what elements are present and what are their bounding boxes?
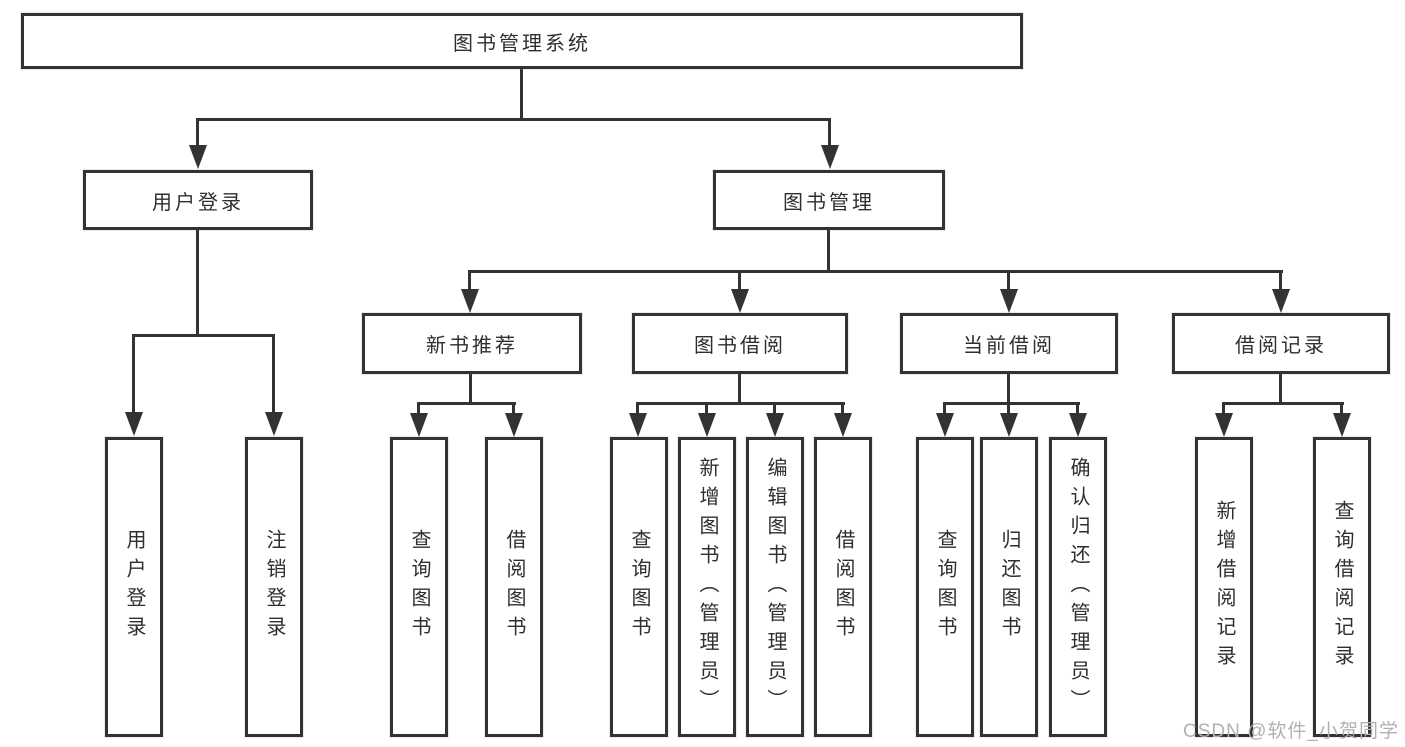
connector-new-book-stem bbox=[469, 374, 472, 404]
node-book-management: 图书管理 bbox=[713, 170, 945, 230]
arrowhead-cb-confirm bbox=[1069, 413, 1087, 437]
node-user-login: 用户登录 bbox=[83, 170, 313, 230]
watermark: CSDN @软件_小贺同学 bbox=[1183, 721, 1399, 742]
arrowhead-cb-query bbox=[936, 413, 954, 437]
leaf-user-login: 用户登录 bbox=[105, 437, 163, 737]
connector-book-management-split bbox=[469, 270, 1283, 273]
connector-drop-new-book bbox=[468, 270, 471, 292]
leaf-rec-query-borrow-record: 查询借阅记录 bbox=[1313, 437, 1371, 737]
connector-drop-bb-query bbox=[636, 402, 639, 415]
connector-drop-borrow-records bbox=[1279, 270, 1282, 292]
arrowhead-leaf-user-login bbox=[125, 412, 143, 436]
arrowhead-bb-add bbox=[698, 413, 716, 437]
arrowhead-leaf-logout bbox=[265, 412, 283, 436]
leaf-nb-borrow-book: 借阅图书 bbox=[485, 437, 543, 737]
arrowhead-cb-return bbox=[1000, 413, 1018, 437]
arrowhead-book-borrow bbox=[731, 289, 749, 313]
connector-drop-leaf-user-login bbox=[132, 334, 135, 414]
arrowhead-book-management bbox=[821, 145, 839, 169]
connector-new-book-split bbox=[418, 402, 516, 405]
leaf-rec-add-borrow-record: 新增借阅记录 bbox=[1195, 437, 1253, 737]
node-current-borrow: 当前借阅 bbox=[900, 313, 1118, 374]
connector-drop-cb-query bbox=[943, 402, 946, 415]
connector-drop-leaf-logout bbox=[272, 334, 275, 414]
leaf-nb-query-book: 查询图书 bbox=[390, 437, 448, 737]
connector-root-split bbox=[197, 118, 831, 121]
node-book-borrow: 图书借阅 bbox=[632, 313, 848, 374]
node-new-book-recommend: 新书推荐 bbox=[362, 313, 582, 374]
leaf-bb-add-book-admin: 新增图书（管理员） bbox=[678, 437, 736, 737]
leaf-cb-return-book: 归还图书 bbox=[980, 437, 1038, 737]
arrowhead-user-login bbox=[189, 145, 207, 169]
arrowhead-new-book bbox=[461, 289, 479, 313]
arrowhead-rec-add bbox=[1215, 413, 1233, 437]
arrowhead-bb-query bbox=[629, 413, 647, 437]
leaf-bb-query-book: 查询图书 bbox=[610, 437, 668, 737]
leaf-logout: 注销登录 bbox=[245, 437, 303, 737]
connector-book-management-stem bbox=[827, 230, 830, 272]
connector-current-borrow-split bbox=[944, 402, 1080, 405]
connector-user-login-split bbox=[133, 334, 275, 337]
arrowhead-rec-query bbox=[1333, 413, 1351, 437]
connector-user-login-stem bbox=[196, 230, 199, 336]
connector-drop-bb-edit bbox=[773, 402, 776, 415]
leaf-cb-confirm-return-admin: 确认归还（管理员） bbox=[1049, 437, 1107, 737]
connector-drop-rec-query bbox=[1340, 402, 1343, 415]
arrowhead-bb-edit bbox=[766, 413, 784, 437]
connector-book-borrow-split bbox=[637, 402, 845, 405]
arrowhead-bb-borrow bbox=[834, 413, 852, 437]
connector-borrow-records-split bbox=[1223, 402, 1344, 405]
connector-current-borrow-stem bbox=[1007, 374, 1010, 404]
arrowhead-current-borrow bbox=[1000, 289, 1018, 313]
arrowhead-nb-query bbox=[410, 413, 428, 437]
connector-drop-book-management bbox=[828, 118, 831, 148]
leaf-bb-edit-book-admin: 编辑图书（管理员） bbox=[746, 437, 804, 737]
leaf-cb-query-book: 查询图书 bbox=[916, 437, 974, 737]
connector-drop-bb-add bbox=[705, 402, 708, 415]
connector-drop-user-login bbox=[196, 118, 199, 148]
arrowhead-nb-borrow bbox=[505, 413, 523, 437]
connector-root-stem bbox=[520, 69, 523, 119]
connector-drop-nb-borrow bbox=[512, 402, 515, 415]
connector-drop-book-borrow bbox=[738, 270, 741, 292]
connector-borrow-records-stem bbox=[1279, 374, 1282, 404]
leaf-bb-borrow-book: 借阅图书 bbox=[814, 437, 872, 737]
connector-drop-cb-return bbox=[1007, 402, 1010, 415]
connector-book-borrow-stem bbox=[738, 374, 741, 404]
connector-drop-nb-query bbox=[417, 402, 420, 415]
connector-drop-rec-add bbox=[1222, 402, 1225, 415]
connector-drop-cb-confirm bbox=[1076, 402, 1079, 415]
node-borrow-records: 借阅记录 bbox=[1172, 313, 1390, 374]
node-book-management-system: 图书管理系统 bbox=[21, 13, 1023, 69]
connector-drop-bb-borrow bbox=[841, 402, 844, 415]
connector-drop-current-borrow bbox=[1007, 270, 1010, 292]
arrowhead-borrow-records bbox=[1272, 289, 1290, 313]
